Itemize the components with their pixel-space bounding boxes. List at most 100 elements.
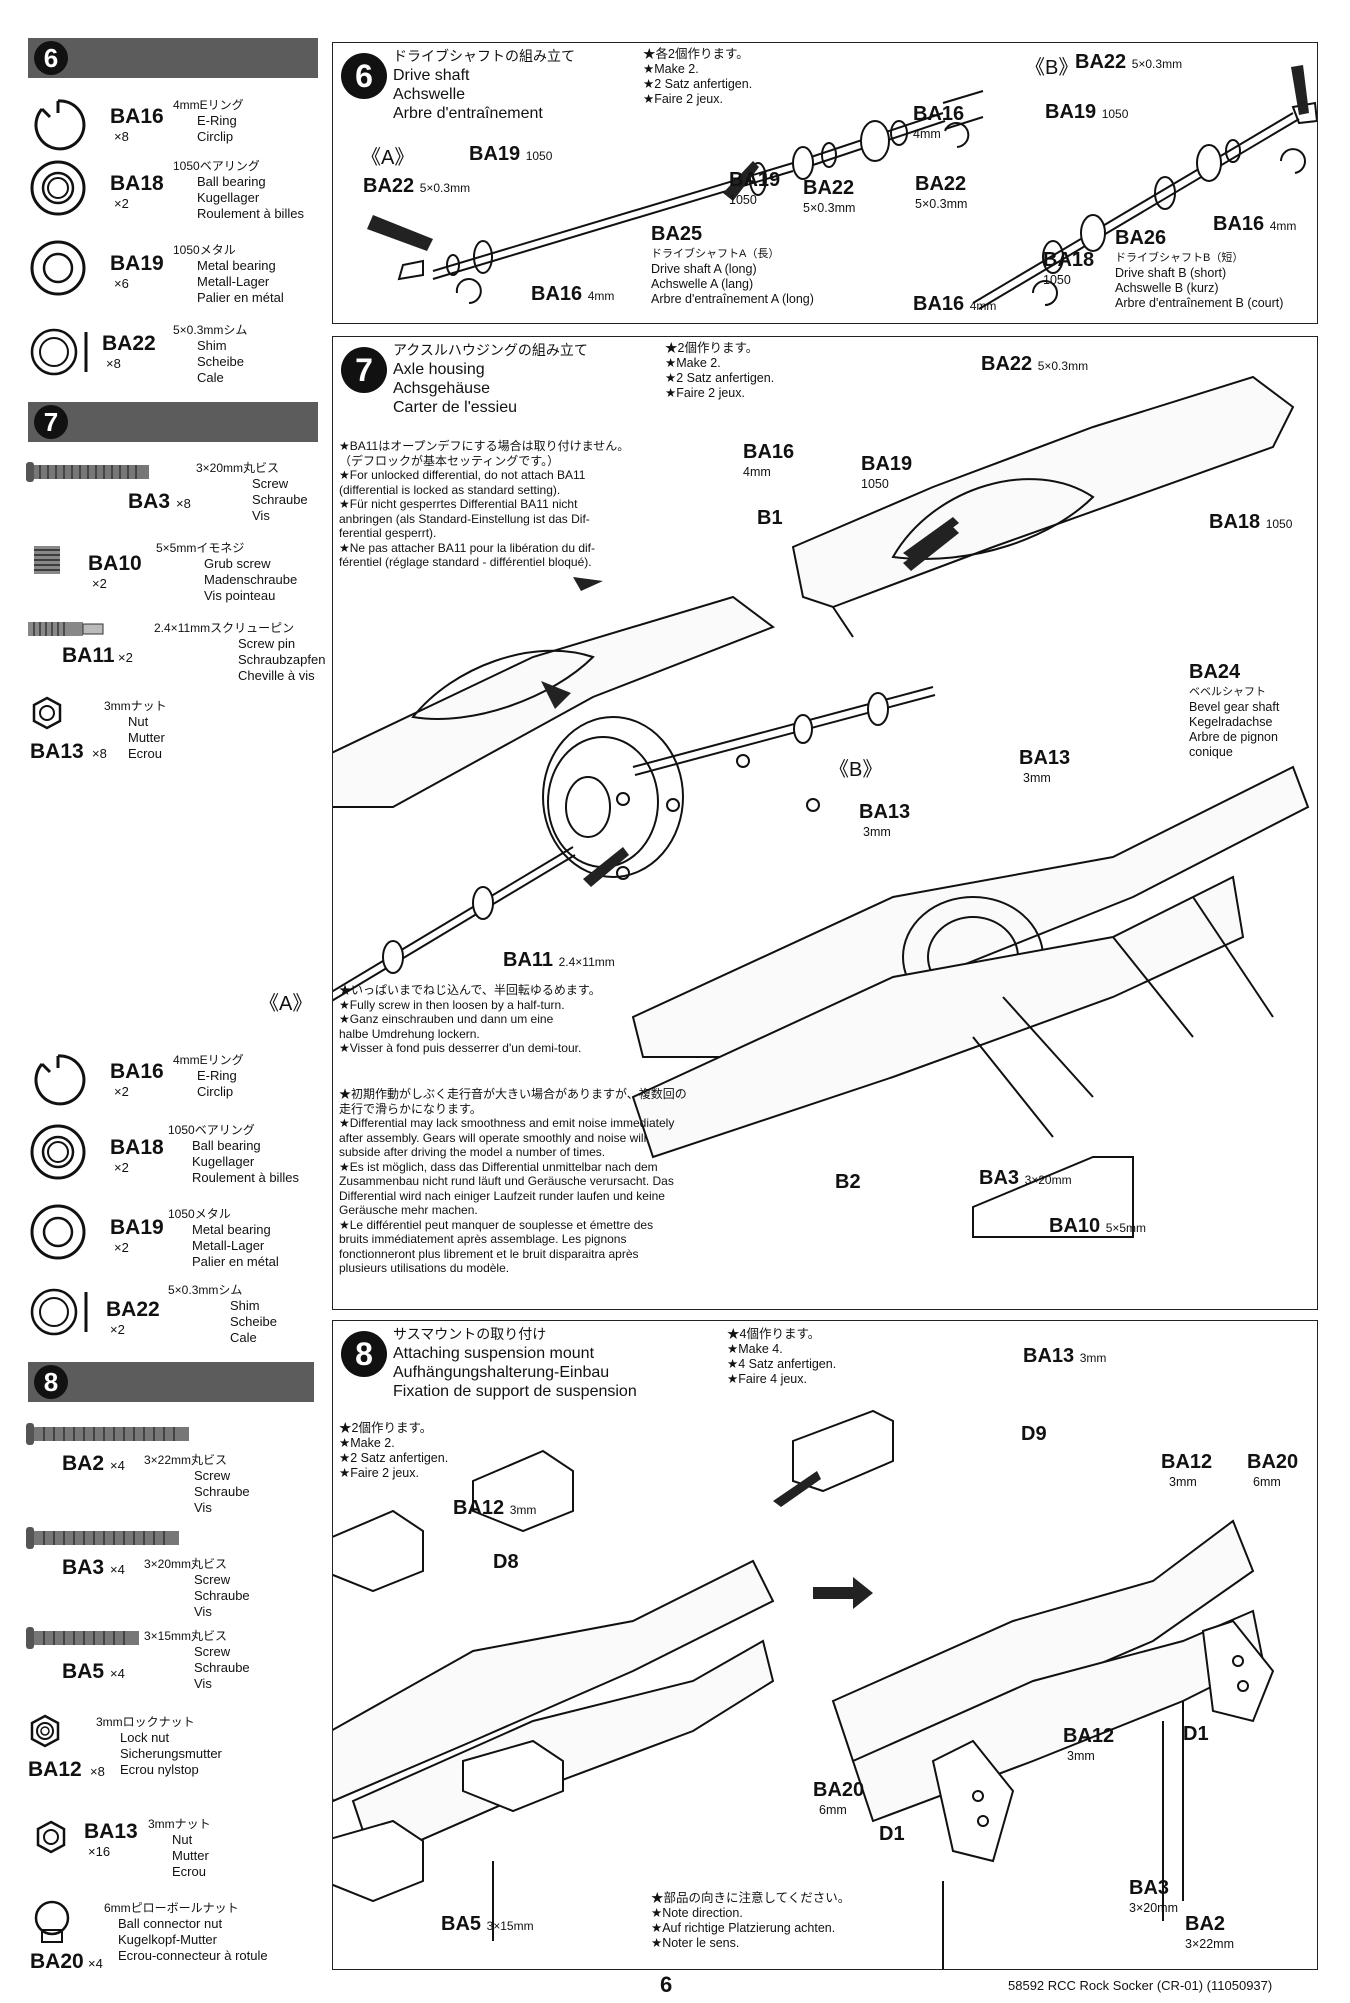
part-code: BA2: [62, 1452, 105, 1475]
step-title: ドライブシャフトの組み立て Drive shaft Achswelle Arbr…: [393, 48, 575, 122]
part-code: BA18: [110, 172, 164, 195]
screw-icon: [26, 1627, 139, 1649]
callout-ba12-top: BA12 3mm: [453, 1497, 537, 1519]
callout-ba16-b-right: BA16 4mm: [1213, 213, 1297, 235]
step-title: サスマウントの取り付け Attaching suspension mount A…: [393, 1326, 637, 1400]
callout-ba22: BA22 5×0.3mm: [363, 175, 471, 197]
ba12-right-size: 3mm: [1169, 1475, 1197, 1489]
screw-icon: [26, 462, 149, 482]
part-names: 3×20mm丸ビス Screw Schraube Vis: [196, 461, 308, 523]
shim-icon: [30, 328, 88, 376]
part-qty: ×8: [92, 746, 107, 761]
label-a: 《A》: [361, 147, 415, 169]
product-code: 58592 RCC Rock Socker (CR-01) (11050937): [1008, 1978, 1273, 1993]
part-names: 3×22mm丸ビス Screw Schraube Vis: [144, 1453, 250, 1515]
callout-ba19: BA19 1050: [469, 143, 553, 165]
part-code: BA5: [62, 1660, 105, 1683]
ba20-right-size: 6mm: [1253, 1475, 1281, 1489]
callout-ba20-left: BA20: [813, 1779, 865, 1801]
part-qty: ×4: [110, 1666, 125, 1681]
callout-ba16: BA16: [743, 441, 795, 463]
metal-bearing-icon: [30, 240, 86, 296]
part-ba2-screw: BA2 ×4 3×22mm丸ビス Screw Schraube Vis: [24, 1420, 250, 1515]
part-code: BA3: [128, 490, 171, 513]
part-ba22-shim-lower: BA22 ×2 5×0.3mmシム Shim Scheibe Cale: [28, 1282, 277, 1347]
part-qty: ×4: [88, 1956, 103, 1971]
part-code: BA22: [106, 1298, 160, 1321]
hex-nut-icon: [36, 1820, 66, 1854]
part-qty: ×8: [176, 496, 191, 511]
part-ba10-grub-screw: BA10 ×2 5×5mmイモネジ Grub screw Madenschrau…: [30, 540, 297, 603]
part-qty: ×4: [110, 1458, 125, 1473]
part-names: 5×0.3mmシム Shim Scheibe Cale: [173, 323, 248, 385]
callout-d8: D8: [493, 1551, 519, 1573]
make-note: ★各2個作ります。 ★Make 2. ★2 Satz anfertigen. ★…: [643, 47, 753, 106]
ba24-description: ベベルシャフト Bevel gear shaft Kegelradachse A…: [1189, 686, 1280, 759]
step7-panel: 7 アクスルハウジングの組み立て Axle housing Achsgehäus…: [259, 336, 1318, 1310]
part-names: 6mmピローボールナット Ball connector nut Kugelkop…: [104, 1901, 268, 1963]
step-title: アクスルハウジングの組み立て Axle housing Achsgehäuse …: [393, 342, 588, 416]
part-names: 1050ベアリング Ball bearing Kugellager Roulem…: [168, 1123, 299, 1185]
ba13-left-size: 3mm: [863, 825, 891, 839]
step-number-badge: 8: [34, 1365, 68, 1399]
step-number-badge: 8: [341, 1331, 387, 1377]
part-names: 1050メタル Metal bearing Metall-Lager Palie…: [173, 243, 284, 305]
screw-icon: [26, 1527, 179, 1549]
callout-ba22-b-left: BA22: [915, 173, 967, 195]
ba19-size: 1050: [861, 477, 889, 491]
part-names: 3×20mm丸ビス Screw Schraube Vis: [144, 1557, 250, 1619]
part-qty: ×16: [88, 1844, 111, 1859]
shim-icon: [30, 1288, 88, 1336]
part-ba16-e-ring-lower: BA16 ×2 4mmEリング E-Ring Circlip: [28, 1050, 244, 1115]
step-number-badge: 6: [34, 41, 68, 75]
callout-ba13-left: BA13: [859, 801, 911, 823]
callout-ba3: BA3: [1129, 1877, 1170, 1899]
part-ba11-screw-pin: BA11 ×2 2.4×11mmスクリューピン Screw pin Schrau…: [26, 618, 325, 683]
callout-ba19-b: BA19 1050: [1045, 101, 1129, 123]
callout-ba19-mid: BA19: [729, 169, 781, 191]
part-qty: ×2: [118, 650, 133, 665]
callout-ba13-top: BA13: [1019, 747, 1071, 769]
sidebar-step7-header: 7: [28, 402, 318, 442]
page-number: 6: [660, 1972, 673, 1997]
part-qty: ×2: [110, 1322, 125, 1337]
part-code: BA13: [84, 1820, 138, 1843]
ba22-mid-size: 5×0.3mm: [803, 201, 856, 215]
callout-ba20-right: BA20: [1247, 1451, 1299, 1473]
differential-lock-note: ★BA11はオープンデフにする場合は取り付けません。 （デフロックが基本セッティ…: [339, 439, 630, 569]
part-ba18-ball-bearing-lower: BA18 ×2 1050ベアリング Ball bearing Kugellage…: [28, 1122, 299, 1187]
part-names: 1050メタル Metal bearing Metall-Lager Palie…: [168, 1207, 279, 1269]
callout-ba16-top: BA16: [913, 103, 965, 125]
part-names: 3mmナット Nut Mutter Ecrou: [148, 1817, 211, 1879]
part-code: BA22: [102, 332, 156, 355]
ba25-description: ドライブシャフトA（長） Drive shaft A (long) Achswe…: [651, 248, 814, 306]
callout-ba26: BA26: [1115, 227, 1167, 249]
label-b: 《B》: [829, 759, 883, 781]
part-names: 4mmEリング E-Ring Circlip: [173, 1053, 244, 1099]
hex-nut-icon: [32, 696, 62, 730]
step6-panel: 6 ドライブシャフトの組み立て Drive shaft Achswelle Ar…: [332, 42, 1318, 324]
callout-ba10: BA10 5×5mm: [1049, 1215, 1147, 1237]
part-code: BA19: [110, 1216, 164, 1239]
sidebar-step8-header: 8: [28, 1362, 314, 1402]
e-ring-icon: [34, 99, 86, 151]
step-number-badge: 6: [341, 53, 387, 99]
callout-ba5: BA5 3×15mm: [441, 1913, 534, 1935]
callout-ba3: BA3 3×20mm: [979, 1167, 1072, 1189]
part-ba20-ball-connector-nut: BA20 ×4 6mmピローボールナット Ball connector nut …: [30, 1900, 268, 1973]
part-ba22-shim: BA22 ×8 5×0.3mmシム Shim Scheibe Cale: [28, 322, 247, 387]
screw-half-turn-note: ★いっぱいまでねじ込んで、半回転ゆるめます。 ★Fully screw in t…: [339, 983, 601, 1055]
part-qty: ×6: [114, 276, 129, 291]
callout-ba22: BA22 5×0.3mm: [981, 353, 1089, 375]
part-qty: ×4: [110, 1562, 125, 1577]
screw-pin-icon: [28, 622, 104, 636]
ba26-description: ドライブシャフトB（短） Drive shaft B (short) Achsw…: [1115, 252, 1284, 310]
ba19-mid-size: 1050: [729, 193, 757, 207]
lock-nut-icon: [30, 1714, 60, 1748]
part-names: 4mmEリング E-Ring Circlip: [173, 98, 244, 144]
part-qty: ×8: [106, 356, 121, 371]
callout-ba22-mid: BA22: [803, 177, 855, 199]
part-code: BA16: [110, 1060, 164, 1083]
step-number-badge: 7: [341, 347, 387, 393]
part-code: BA3: [62, 1556, 105, 1579]
